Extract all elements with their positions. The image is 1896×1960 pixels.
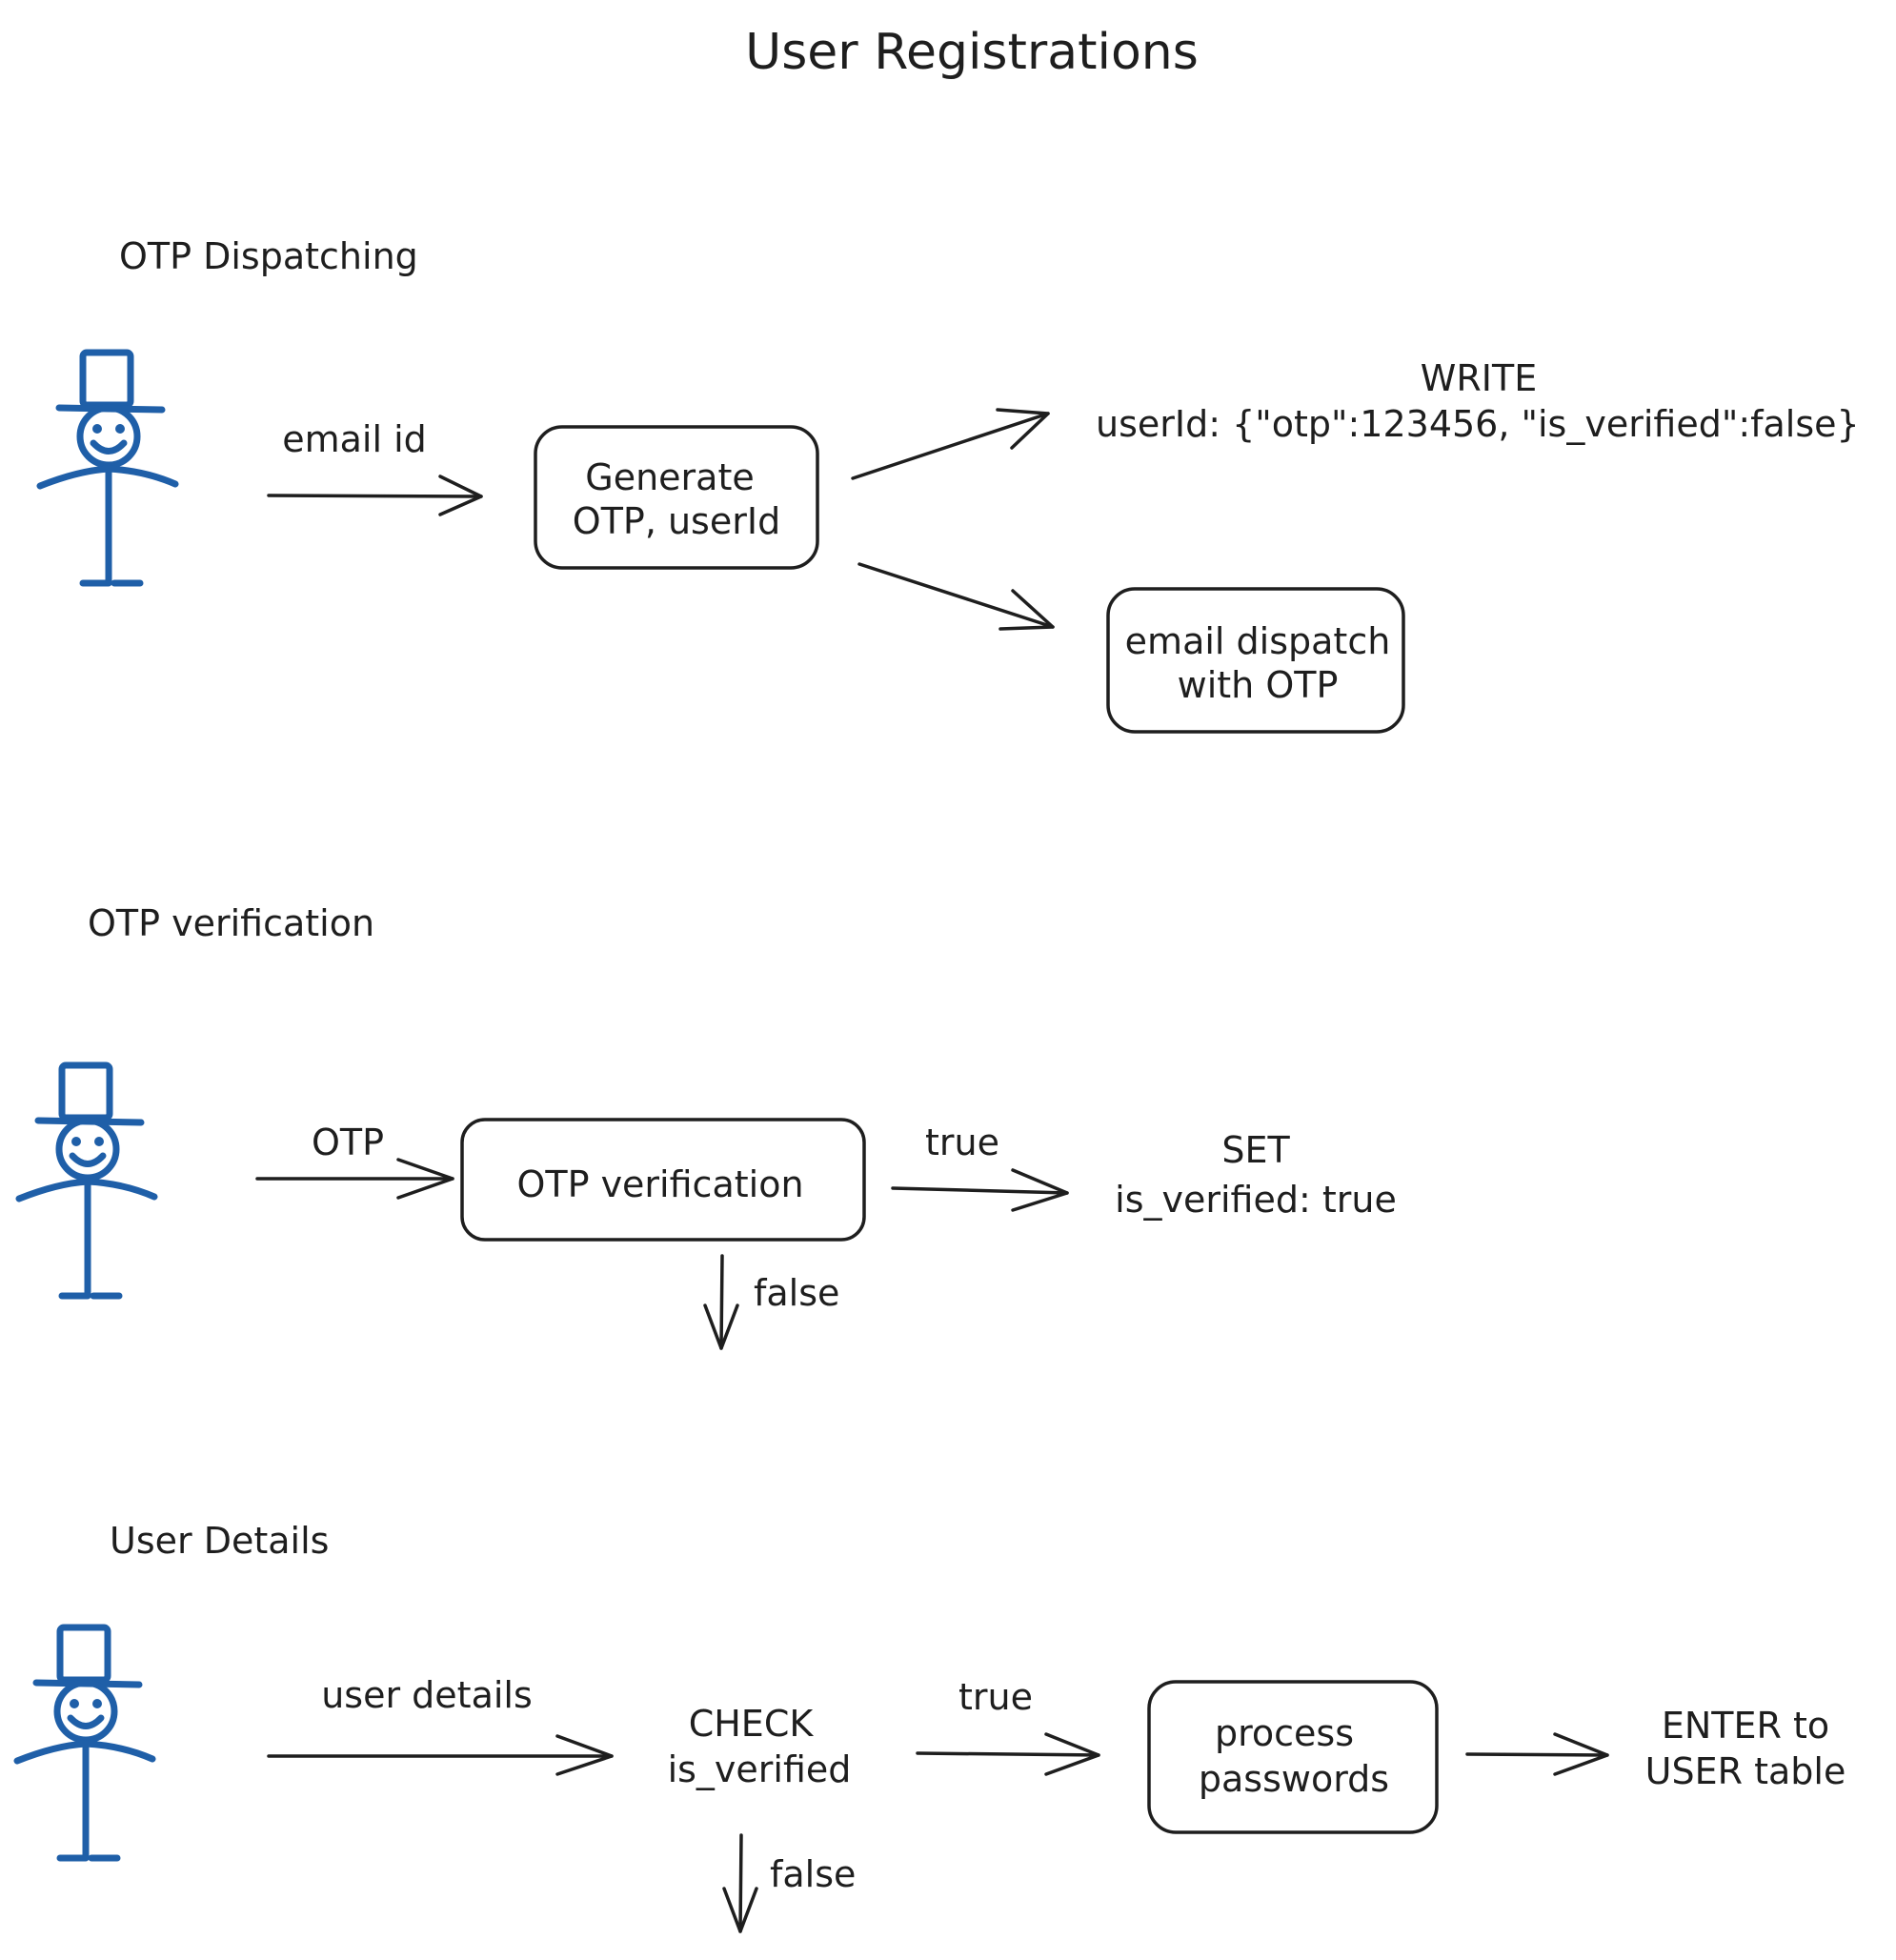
- enter-line1: ENTER to: [1662, 1705, 1829, 1747]
- verification-true-label: true: [925, 1121, 999, 1163]
- process-passwords-box-line2: passwords: [1199, 1758, 1389, 1800]
- set-value: is_verified: true: [1115, 1179, 1397, 1221]
- arrow-email-to-generate: [267, 475, 483, 516]
- user-details-section: User Details user details CHECK is_verif…: [17, 1520, 1846, 1933]
- email-dispatch-box-line1: email dispatch: [1125, 620, 1391, 662]
- otp-dispatching-heading: OTP Dispatching: [119, 235, 418, 277]
- otp-dispatching-section: OTP Dispatching email id Generate OTP, u…: [40, 235, 1860, 734]
- verification-false-label: false: [754, 1272, 839, 1314]
- write-value: userId: {"otp":123456, "is_verified":fal…: [1096, 403, 1860, 445]
- otp-input-label: OTP: [312, 1121, 384, 1163]
- arrow-verification-true: [891, 1168, 1069, 1212]
- diagram-title: User Registrations: [745, 24, 1199, 81]
- arrow-check-true: [916, 1732, 1100, 1776]
- arrow-details-to-check: [267, 1734, 614, 1776]
- process-passwords-box-line1: process: [1215, 1712, 1354, 1754]
- process-passwords-box[interactable]: process passwords: [1147, 1680, 1439, 1834]
- generate-otp-box-line1: Generate: [585, 456, 754, 498]
- stick-figure-user-icon: [40, 353, 175, 583]
- check-is-verified: CHECK is_verified: [668, 1703, 852, 1790]
- check-title: CHECK: [689, 1703, 815, 1745]
- arrow-generate-to-dispatch: [857, 562, 1055, 631]
- user-details-label: user details: [321, 1674, 533, 1716]
- arrow-process-to-enter: [1465, 1732, 1609, 1776]
- otp-verification-box-label: OTP verification: [516, 1163, 803, 1205]
- write-title: WRITE: [1421, 357, 1537, 399]
- otp-verification-section: OTP verification OTP OTP verification tr…: [19, 902, 1397, 1350]
- generate-otp-box[interactable]: Generate OTP, userId: [534, 425, 819, 570]
- arrow-check-false: [722, 1833, 758, 1933]
- generate-otp-box-line2: OTP, userId: [573, 500, 780, 542]
- set-title: SET: [1221, 1129, 1290, 1171]
- enter-line2: USER table: [1645, 1750, 1846, 1792]
- arrow-verification-false: [703, 1254, 739, 1350]
- email-dispatch-box[interactable]: email dispatch with OTP: [1106, 587, 1405, 734]
- email-dispatch-box-line2: with OTP: [1178, 664, 1339, 706]
- otp-verification-heading: OTP verification: [88, 902, 374, 944]
- otp-verification-box[interactable]: OTP verification: [460, 1118, 866, 1242]
- arrow-otp-to-verification: [255, 1158, 454, 1200]
- check-true-label: true: [958, 1676, 1033, 1718]
- check-value: is_verified: [668, 1748, 852, 1790]
- user-details-heading: User Details: [110, 1520, 329, 1562]
- arrow-generate-to-write: [851, 408, 1050, 480]
- email-id-label: email id: [282, 418, 427, 460]
- check-false-label: false: [770, 1853, 856, 1895]
- stick-figure-user-icon: [19, 1065, 154, 1296]
- stick-figure-user-icon: [17, 1627, 152, 1858]
